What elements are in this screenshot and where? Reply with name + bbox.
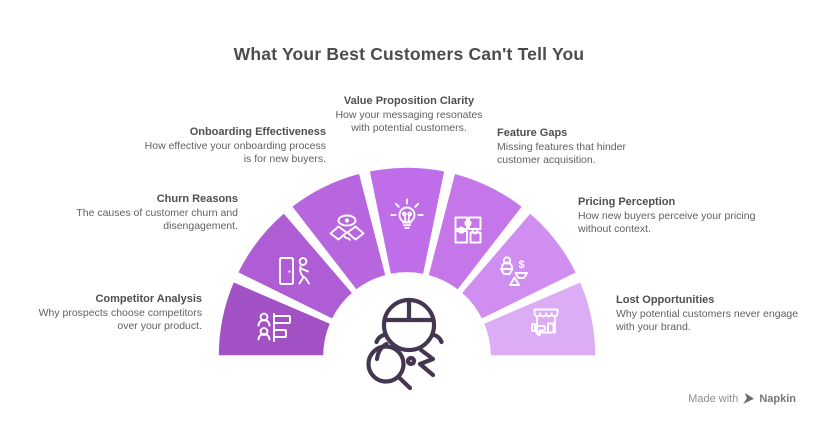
made-with-napkin-credit: Made with Napkin xyxy=(688,392,796,405)
label-desc: Why prospects choose competitors over yo… xyxy=(38,307,202,333)
door-exit-icon xyxy=(279,257,310,285)
label-title: Onboarding Effectiveness xyxy=(189,126,326,138)
segment-value-proposition-clarity xyxy=(368,166,446,276)
storefront-thumbsdown-icon xyxy=(531,308,559,336)
napkin-pen-icon xyxy=(743,393,755,404)
segment-onboarding-effectiveness xyxy=(290,172,387,292)
label-churn-reasons: Churn Reasons The causes of customer chu… xyxy=(63,193,238,233)
label-value-proposition-clarity: Value Proposition Clarity How your messa… xyxy=(329,95,489,135)
label-title: Pricing Perception xyxy=(578,196,676,208)
label-desc: Missing features that hinder customer ac… xyxy=(497,141,626,167)
scale-dollar-icon: $ xyxy=(500,256,528,286)
made-with-text: Made with xyxy=(688,392,739,405)
label-title: Lost Opportunities xyxy=(616,294,715,306)
puzzle-icon xyxy=(454,216,482,244)
label-competitor-analysis: Competitor Analysis Why prospects choose… xyxy=(24,293,202,333)
label-onboarding-effectiveness: Onboarding Effectiveness How effective y… xyxy=(141,126,326,166)
napkin-brand-text: Napkin xyxy=(759,392,796,405)
label-title: Value Proposition Clarity xyxy=(343,95,475,107)
customer-magnifier-icon xyxy=(366,297,444,391)
lightbulb-icon xyxy=(390,198,424,229)
label-pricing-perception: Pricing Perception How new buyers percei… xyxy=(578,196,774,236)
handshake-eye-icon xyxy=(329,214,365,241)
segment-pricing-perception xyxy=(460,211,578,321)
label-desc: Why potential customers never engage wit… xyxy=(616,308,799,334)
segment-churn-reasons xyxy=(236,211,354,321)
segment-lost-opportunities xyxy=(482,280,597,357)
svg-text:$: $ xyxy=(519,259,525,271)
label-title: Churn Reasons xyxy=(156,193,238,205)
label-desc: How new buyers perceive your pricing wit… xyxy=(578,210,756,236)
label-desc: The causes of customer churn and disenga… xyxy=(76,207,238,233)
label-feature-gaps: Feature Gaps Missing features that hinde… xyxy=(497,127,662,167)
label-desc: How your messaging resonates with potent… xyxy=(335,109,483,135)
label-title: Feature Gaps xyxy=(497,127,568,139)
label-title: Competitor Analysis xyxy=(95,293,202,305)
competitor-list-icon xyxy=(257,312,291,342)
label-lost-opportunities: Lost Opportunities Why potential custome… xyxy=(616,294,804,334)
page-title: What Your Best Customers Can't Tell You xyxy=(233,44,585,64)
label-desc: How effective your onboarding process is… xyxy=(144,140,326,166)
